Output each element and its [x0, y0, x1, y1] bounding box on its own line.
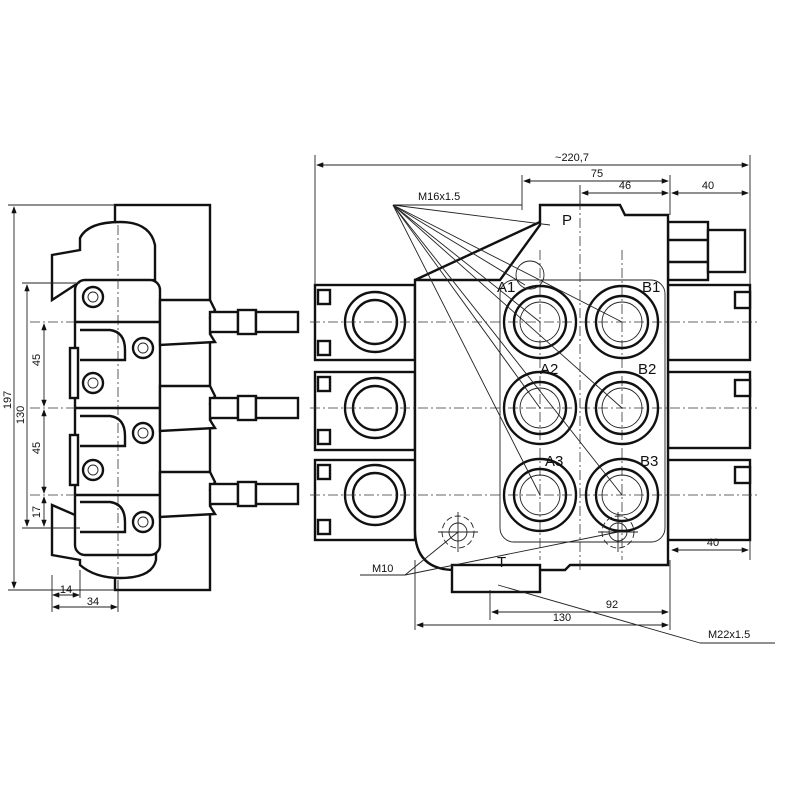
dim-17: 17 — [31, 506, 43, 518]
lever-1 — [158, 298, 300, 347]
port-label-b3: B3 — [640, 453, 658, 470]
dim-130-front: 130 — [553, 612, 571, 624]
dim-92: 92 — [606, 599, 618, 611]
lever-3 — [158, 470, 300, 519]
dim-130: 130 — [15, 406, 27, 424]
port-a1 — [502, 284, 578, 360]
screw-icon — [131, 510, 155, 534]
dim-45-a: 45 — [31, 354, 43, 366]
dim-46: 46 — [619, 180, 631, 192]
screw-icon — [81, 371, 105, 395]
left-sections — [313, 283, 417, 542]
port-label-a3: A3 — [545, 453, 563, 470]
lever-2 — [158, 384, 300, 433]
port-label-t: T — [497, 554, 506, 571]
dim-14: 14 — [60, 584, 72, 596]
valve-body — [413, 203, 670, 572]
screw-icon — [131, 336, 155, 360]
side-view: 197 130 45 45 17 14 34 — [2, 203, 300, 612]
dim-45-b: 45 — [31, 442, 43, 454]
dim-220-7: ~220,7 — [555, 152, 589, 164]
screw-icon — [81, 285, 105, 309]
dim-40-side: 40 — [707, 537, 719, 549]
port-label-a2: A2 — [540, 361, 558, 378]
thread-m10: M10 — [372, 563, 393, 575]
front-view: P T A1 B1 A2 B2 A3 B3 ~220,7 75 46 40 M1… — [310, 152, 775, 644]
screw-icon — [131, 421, 155, 445]
port-a3 — [502, 457, 578, 533]
dim-34: 34 — [87, 596, 99, 608]
thread-m16: M16x1.5 — [418, 191, 460, 203]
dim-40-top: 40 — [702, 180, 714, 192]
pressure-fitting — [666, 220, 747, 282]
port-b1 — [584, 284, 660, 360]
small-port — [515, 260, 545, 290]
port-label-b2: B2 — [638, 361, 656, 378]
port-b2 — [584, 370, 660, 446]
port-label-b1: B1 — [642, 279, 660, 296]
port-label-a1: A1 — [497, 279, 515, 296]
mounting-holes — [438, 512, 638, 552]
port-label-p: P — [562, 212, 572, 229]
work-ports — [502, 284, 660, 533]
port-b3 — [584, 457, 660, 533]
dim-75: 75 — [591, 168, 603, 180]
screw-icon — [81, 458, 105, 482]
screws — [81, 285, 155, 534]
port-a2 — [502, 370, 578, 446]
dim-197: 197 — [2, 391, 14, 409]
tank-port-boss — [450, 563, 542, 594]
thread-m22: M22x1.5 — [708, 629, 750, 641]
m16-leaders — [392, 204, 623, 496]
right-sections — [666, 283, 752, 542]
